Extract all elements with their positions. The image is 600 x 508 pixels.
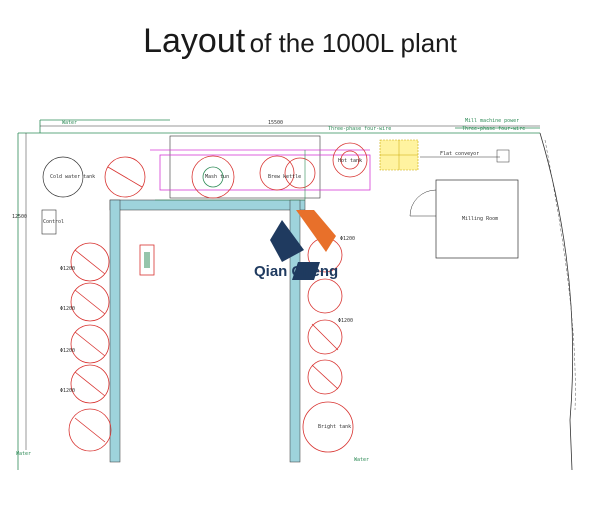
water-top-label: Water [62,120,77,126]
control-box: Control [41,209,64,235]
title-rest: of the 1000L plant [249,28,457,58]
fermenter-column-left [68,242,112,452]
logo-text: Qian Cheng [254,263,339,280]
bright-tank-label: Bright tank [318,424,351,430]
svg-text:Cold water tank: Cold water tank [50,174,95,180]
svg-text:Milling Room: Milling Room [462,216,498,222]
svg-text:Φ1200: Φ1200 [60,348,75,354]
page-title: Layout of the 1000L plant [0,22,600,61]
water-left-label: Water [16,451,31,457]
milling-room: Milling Room [409,179,519,259]
water-bottom-label: Water [354,457,369,463]
svg-text:Control: Control [43,219,64,225]
mill-machine [379,139,419,171]
title-main: Layout [143,22,246,60]
mill-power-label: Mill machine power [465,118,519,124]
hot-tank-label: Hot tank [338,158,362,164]
three-phase-right-label: Three-phase four-wire [462,126,525,132]
dimension-left-label: 12500 [12,214,27,220]
right-boundary-curve [539,132,574,471]
three-phase-left-label: Three-phase four-wire [328,126,391,132]
svg-text:Φ1200: Φ1200 [60,306,75,312]
svg-text:Φ1200: Φ1200 [60,388,75,394]
brewhouse-vessels [104,142,368,199]
ferm-right-label-1: Φ1200 [340,236,355,242]
dimension-top-label: 15500 [268,120,283,126]
svg-text:Φ1200: Φ1200 [60,266,75,272]
qian-cheng-logo [270,210,336,280]
fermenter-labels-left: Φ1200 Φ1200 Φ1200 Φ1200 [60,266,75,394]
site-boundary [17,119,540,470]
ferm-right-label-2: Φ1200 [338,318,353,324]
cold-water-tank: Cold water tank [42,156,95,198]
brew-kettle-label: Brew kettle [268,174,301,180]
flat-conveyor-label: Flat conveyor [440,151,479,157]
mash-tun-label: Mash tun [205,174,229,180]
pump-unit [139,244,155,276]
